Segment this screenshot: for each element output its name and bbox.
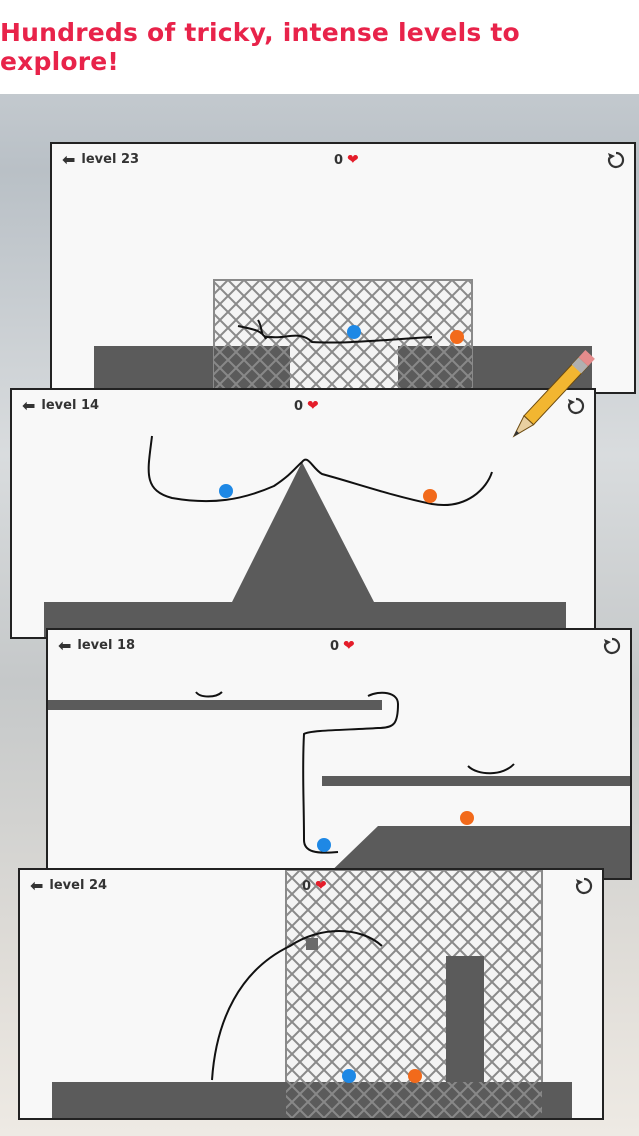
heart-icon: ❤: [343, 638, 355, 654]
level-header: ⬅ level 14 0 ❤: [12, 390, 594, 422]
back-button[interactable]: ⬅ level 14: [22, 395, 100, 415]
level-scene: [52, 870, 572, 1118]
restart-icon[interactable]: [566, 396, 586, 416]
orange-ball: [460, 811, 474, 825]
level-card-24: ⬅ level 24 0 ❤: [18, 868, 604, 1120]
back-button[interactable]: ⬅ level 23: [62, 149, 140, 169]
score: 0 ❤: [302, 878, 327, 894]
score: 0 ❤: [294, 398, 319, 414]
heart-icon: ❤: [315, 878, 327, 894]
back-button[interactable]: ⬅ level 18: [58, 635, 136, 655]
level-header: ⬅ level 23 0 ❤: [52, 144, 634, 176]
orange-ball: [423, 489, 437, 503]
promo-banner: Hundreds of tricky, intense levels to ex…: [0, 0, 639, 94]
arrow-left-icon: ⬅: [58, 635, 72, 655]
arrow-left-icon: ⬅: [62, 149, 76, 169]
blue-ball: [347, 325, 361, 339]
blue-ball: [342, 1069, 356, 1083]
level-header: ⬅ level 24 0 ❤: [20, 870, 602, 902]
heart-icon: ❤: [347, 152, 359, 168]
blue-ball: [219, 484, 233, 498]
level-label: level 24: [49, 878, 108, 893]
level-card-18: ⬅ level 18 0 ❤: [46, 628, 632, 880]
arrow-left-icon: ⬅: [30, 875, 44, 895]
arrow-left-icon: ⬅: [22, 395, 36, 415]
score: 0 ❤: [330, 638, 355, 654]
orange-ball: [408, 1069, 422, 1083]
restart-icon[interactable]: [574, 876, 594, 896]
level-header: ⬅ level 18 0 ❤: [48, 630, 630, 662]
restart-icon[interactable]: [602, 636, 622, 656]
score-value: 0: [334, 152, 344, 168]
level-label: level 23: [81, 152, 140, 167]
blue-ball: [317, 838, 331, 852]
score-value: 0: [302, 878, 312, 894]
level-label: level 14: [41, 398, 100, 413]
level-scene: [48, 691, 630, 878]
score-value: 0: [294, 398, 304, 414]
heart-icon: ❤: [307, 398, 319, 414]
score: 0 ❤: [334, 152, 359, 168]
restart-icon[interactable]: [606, 150, 626, 170]
pencil-icon: [512, 350, 595, 438]
back-button[interactable]: ⬅ level 24: [30, 875, 108, 895]
orange-ball: [450, 330, 464, 344]
score-value: 0: [330, 638, 340, 654]
level-card-23: ⬅ level 23 0 ❤: [50, 142, 636, 394]
level-label: level 18: [77, 638, 136, 653]
banner-text: Hundreds of tricky, intense levels to ex…: [0, 18, 520, 76]
